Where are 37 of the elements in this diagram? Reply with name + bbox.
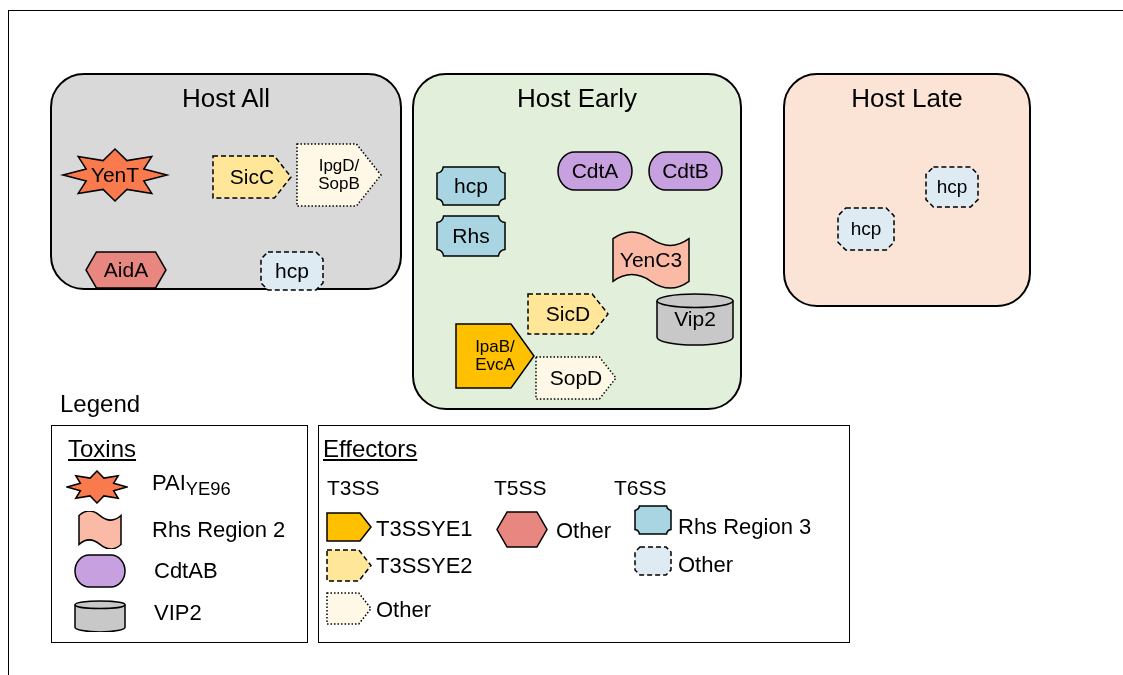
- plaque-shape: hcp: [436, 166, 506, 206]
- plaque-shape: Rhs: [436, 215, 506, 257]
- legend-label: Rhs Region 3: [678, 514, 812, 540]
- arrow-tag: IpaB/ EvcA: [455, 323, 535, 389]
- arrow-tag: SopD: [535, 356, 617, 400]
- hexagon-shape: AidA: [85, 251, 167, 289]
- legend-title: Legend: [60, 390, 141, 418]
- group-title: Host Early: [516, 83, 638, 114]
- group-panel: [50, 73, 402, 290]
- legend-label: CdtAB: [154, 558, 218, 584]
- column-heading: T5SS: [494, 476, 547, 500]
- arrow-tag: IpgD/ SopB: [296, 143, 382, 207]
- group-panel: [783, 73, 1031, 307]
- octagon-shape: hcp: [260, 251, 324, 291]
- pill-shape: CdtA: [557, 151, 633, 191]
- legend-label: T3SSYE1: [376, 516, 473, 542]
- arrow-tag: SicC: [212, 155, 292, 199]
- legend-label: Rhs Region 2: [152, 517, 286, 543]
- legend-label: Other: [376, 597, 432, 623]
- legend-label: T3SSYE2: [376, 553, 473, 579]
- octagon-shape: hcp: [925, 166, 979, 208]
- legend-label: PAI$_{YE96}$: [152, 470, 231, 501]
- arrow-tag: SicD: [527, 293, 609, 335]
- column-heading: T6SS: [614, 476, 667, 500]
- pill-shape: CdtB: [648, 151, 723, 191]
- legend-heading: Toxins: [68, 435, 137, 463]
- star-shape: YenT: [62, 148, 168, 202]
- group-panel: [412, 73, 742, 410]
- octagon-shape: hcp: [837, 207, 895, 251]
- wave-banner: YenC3: [612, 232, 690, 288]
- group-title: Host Late: [850, 83, 964, 114]
- legend-label: Other: [678, 552, 734, 578]
- legend-label: Other: [556, 518, 612, 544]
- group-title: Host All: [180, 83, 272, 114]
- legend-heading: Effectors: [323, 435, 418, 463]
- legend-label: VIP2: [154, 600, 202, 626]
- column-heading: T3SS: [327, 476, 380, 500]
